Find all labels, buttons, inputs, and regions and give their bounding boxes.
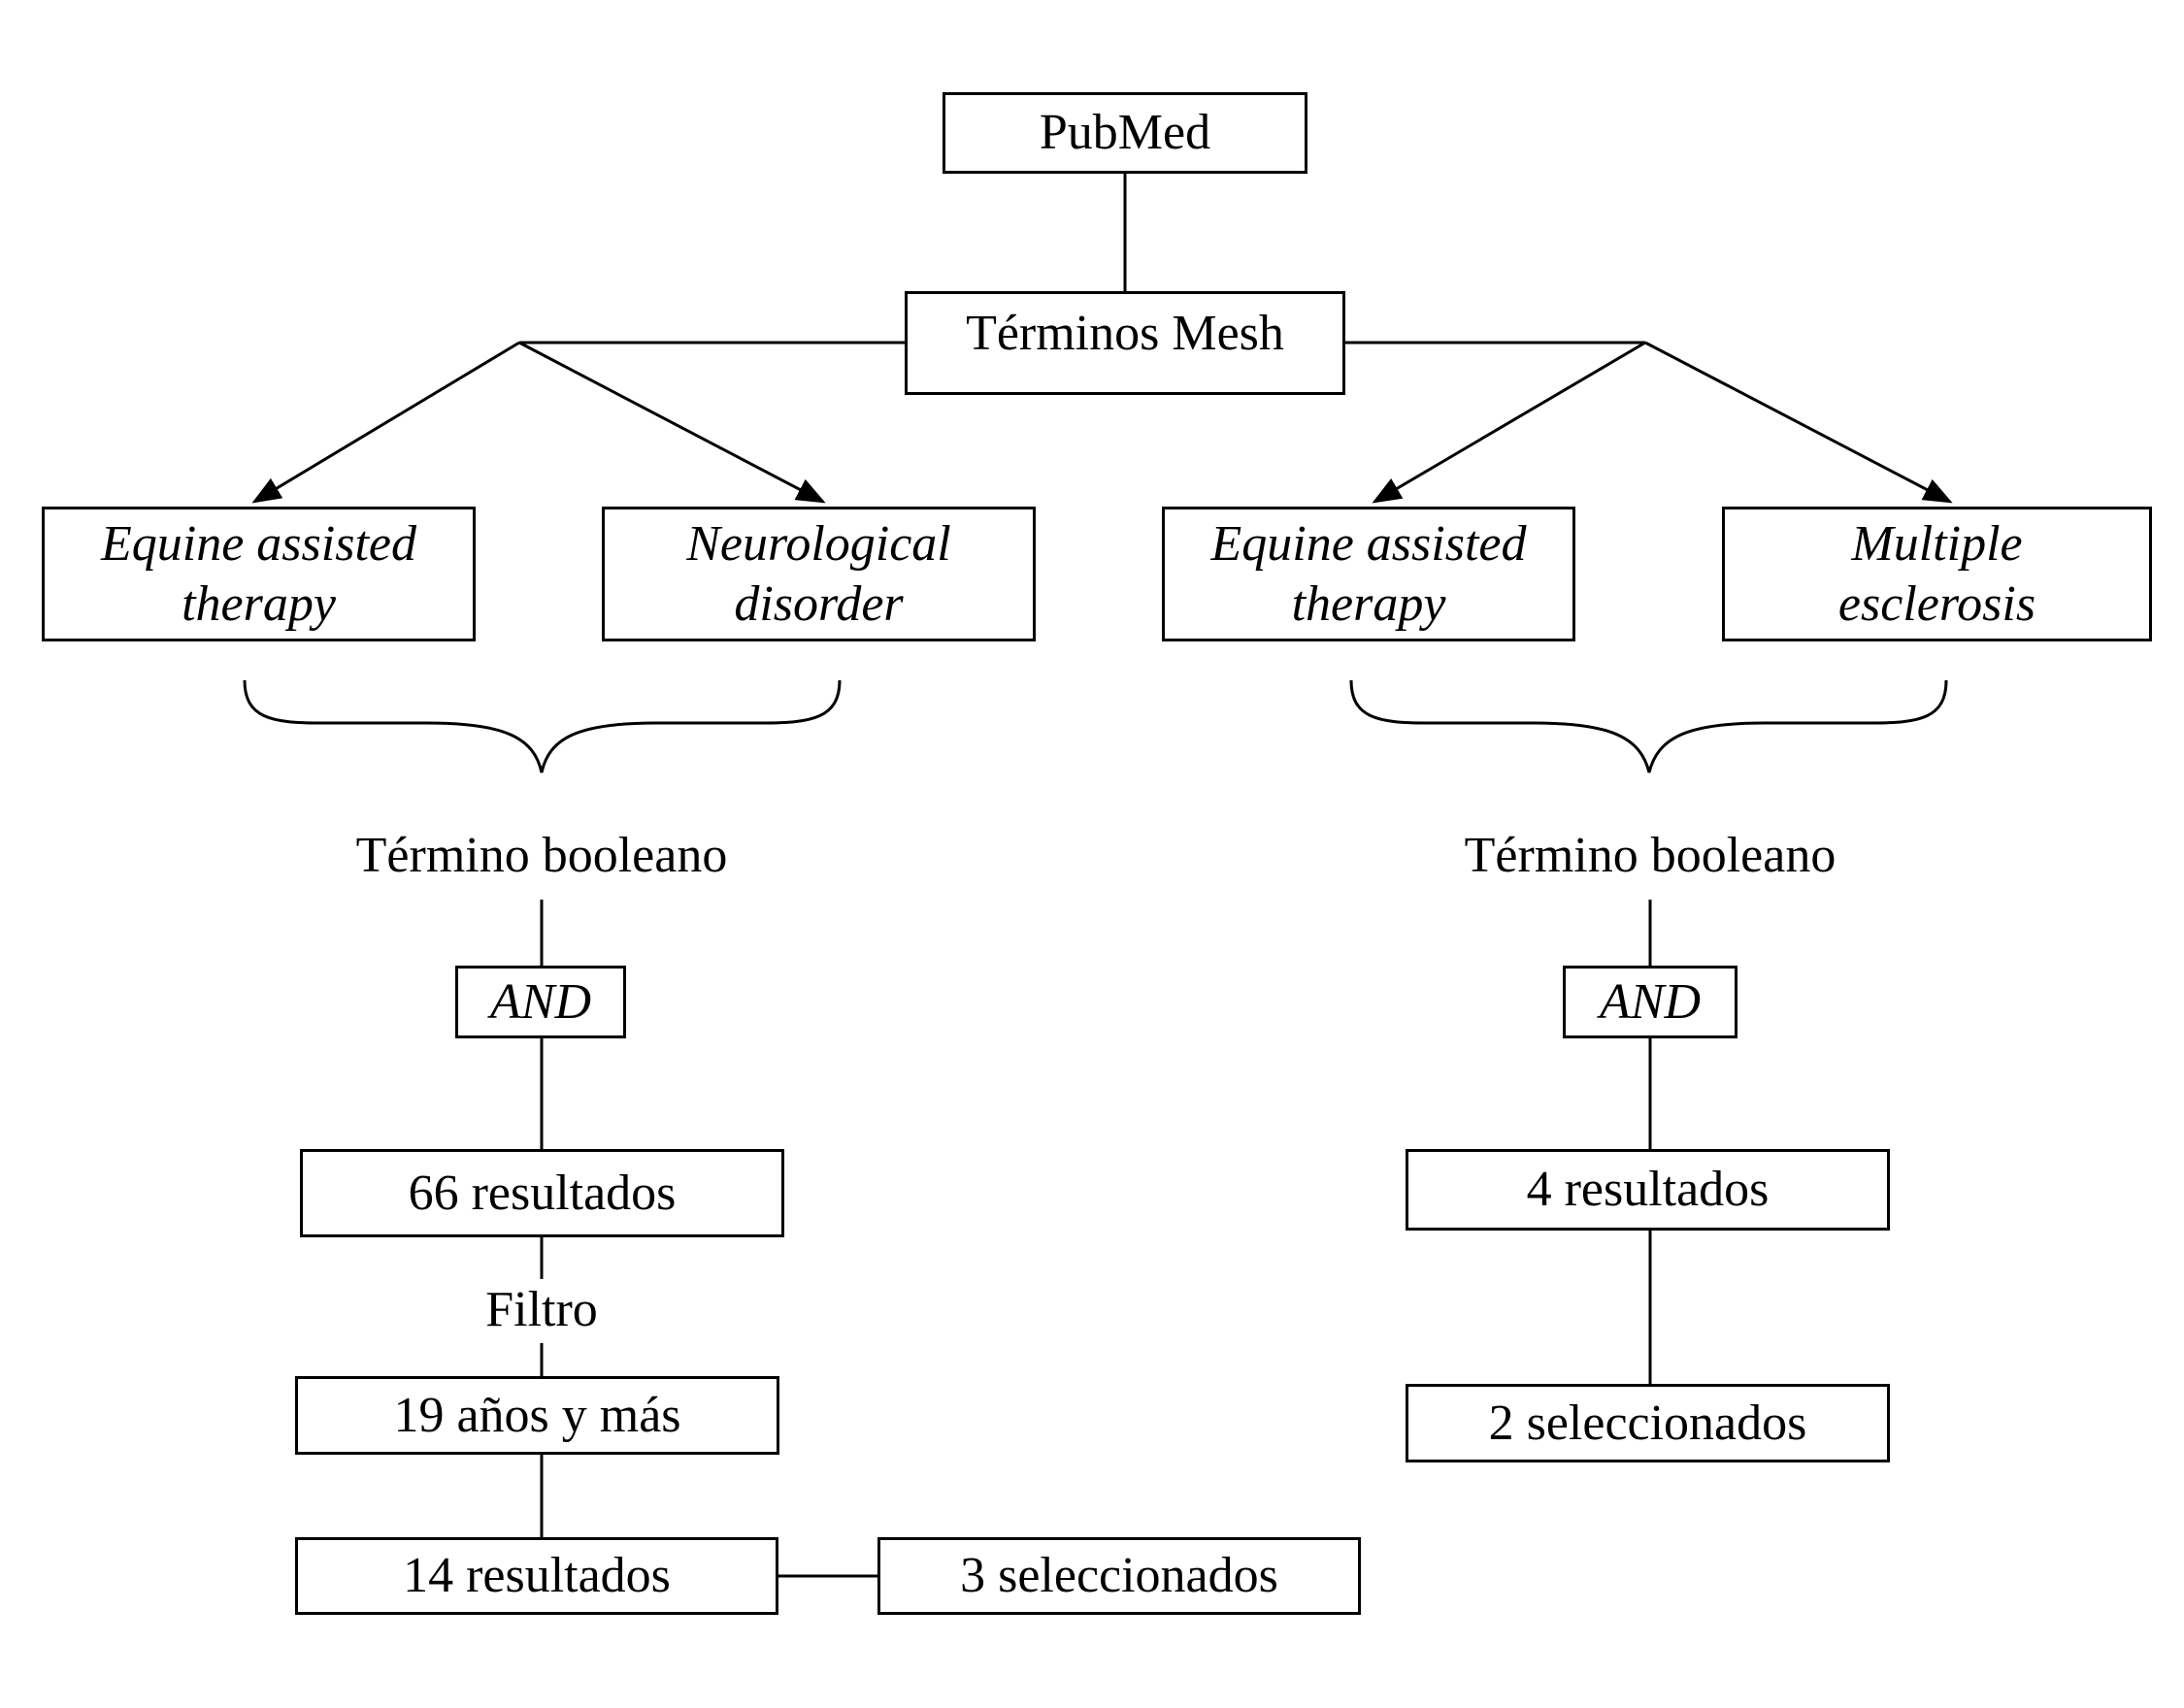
right-boolean-label: Término booleano (1464, 828, 1837, 883)
left-term1-box: Equine assisted therapy (42, 507, 476, 641)
left-term1-line1: Equine assisted (101, 515, 416, 572)
right-term2-line1: Multiple (1851, 515, 2023, 572)
left-term2-line1: Neurological (686, 515, 951, 572)
left-results-label: 66 resultados (408, 1165, 677, 1221)
brace-right (1349, 679, 1948, 773)
arrow-left-term1 (251, 341, 520, 504)
left-selected-label: 3 seleccionados (960, 1548, 1278, 1603)
right-and-label: AND (1600, 973, 1701, 1030)
arrow-right-term1 (1372, 341, 1646, 504)
left-and-box: AND (455, 966, 626, 1038)
pubmed-box: PubMed (943, 92, 1307, 174)
right-selected-label: 2 seleccionados (1488, 1395, 1807, 1451)
filter-label: Filtro (485, 1282, 598, 1337)
right-results-label: 4 resultados (1526, 1162, 1770, 1217)
right-term1-line2: therapy (1291, 575, 1446, 632)
filter-value: 19 años y más (393, 1387, 681, 1443)
right-term2-line2: esclerosis (1837, 575, 2036, 632)
left-term2-line2: disorder (734, 575, 904, 632)
pubmed-label: PubMed (1039, 105, 1211, 160)
brace-left (243, 679, 842, 773)
left-filtered-results-box: 14 resultados (295, 1537, 778, 1615)
right-selected-box: 2 seleccionados (1406, 1384, 1890, 1462)
left-term1-line2: therapy (182, 575, 336, 632)
right-results-box: 4 resultados (1406, 1149, 1890, 1231)
right-term2-box: Multiple esclerosis (1722, 507, 2152, 641)
left-term2-box: Neurological disorder (602, 507, 1036, 641)
left-boolean-label: Término booleano (355, 828, 728, 883)
left-selected-box: 3 seleccionados (877, 1537, 1361, 1615)
arrow-right-term2 (1644, 341, 1953, 504)
right-term1-box: Equine assisted therapy (1162, 507, 1575, 641)
left-results-box: 66 resultados (300, 1149, 784, 1237)
filter-box: 19 años y más (295, 1376, 779, 1455)
mesh-terms-box: Términos Mesh (905, 291, 1345, 395)
right-term1-line1: Equine assisted (1210, 515, 1527, 572)
left-filtered-results-label: 14 resultados (403, 1548, 671, 1603)
left-and-label: AND (490, 973, 591, 1030)
right-and-box: AND (1563, 966, 1737, 1038)
arrow-left-term2 (518, 341, 826, 504)
mesh-terms-label: Términos Mesh (966, 306, 1284, 361)
